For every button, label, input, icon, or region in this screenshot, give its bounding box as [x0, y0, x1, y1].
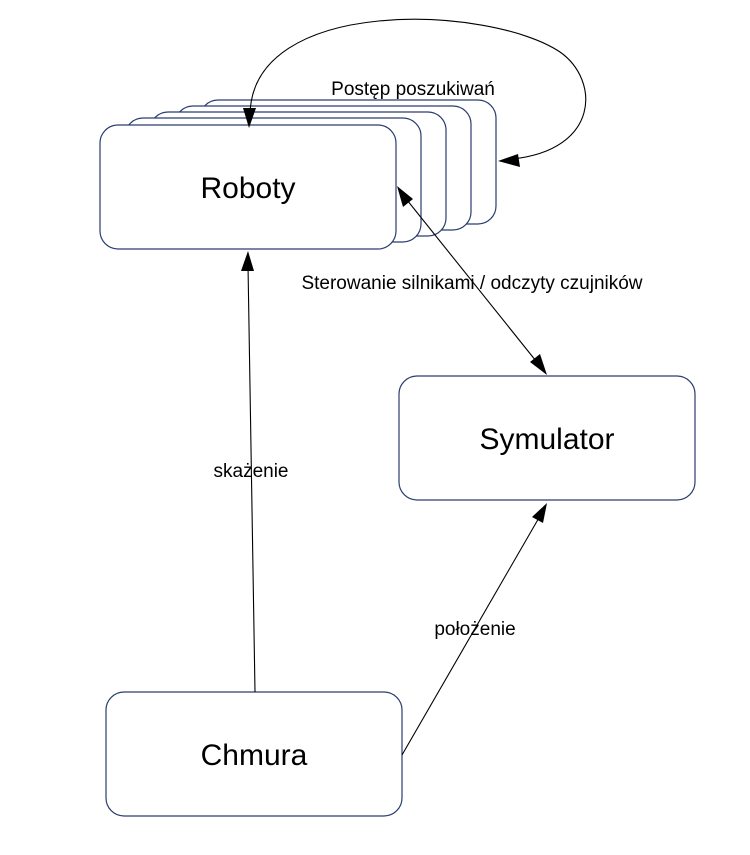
robots-stack: Roboty	[99, 99, 497, 250]
progress-loop-edge: Postęp poszukiwań	[243, 18, 587, 167]
position-arrowhead	[532, 503, 547, 523]
position-label: położenie	[434, 619, 515, 640]
position-line	[401, 515, 541, 756]
progress-loop-line	[249, 18, 587, 160]
contamination-line	[247, 264, 256, 693]
control-arrowhead-top	[397, 186, 413, 207]
contamination-arrowhead	[241, 251, 254, 271]
control-line	[402, 194, 541, 367]
robots-node-label: Roboty	[200, 172, 295, 205]
contamination-edge: skażenie	[214, 251, 289, 693]
control-edge: Sterowanie silnikami / odczyty czujników	[301, 186, 643, 375]
simulator-box	[398, 375, 696, 501]
robot-box-front[interactable]	[99, 124, 397, 250]
cloud-node[interactable]: Chmura	[105, 691, 403, 817]
simulator-node[interactable]: Symulator	[398, 375, 696, 501]
progress-loop-label: Postęp poszukiwań	[331, 79, 495, 100]
simulator-node-label: Symulator	[479, 423, 614, 456]
position-edge: położenie	[401, 503, 547, 756]
progress-loop-arrowhead-left	[243, 108, 256, 128]
progress-loop-arrowhead-right	[498, 154, 520, 167]
contamination-label: skażenie	[214, 461, 289, 482]
control-label: Sterowanie silnikami / odczyty czujników	[301, 273, 642, 294]
control-arrowhead-bottom	[530, 354, 547, 375]
cloud-node-label: Chmura	[201, 739, 308, 772]
